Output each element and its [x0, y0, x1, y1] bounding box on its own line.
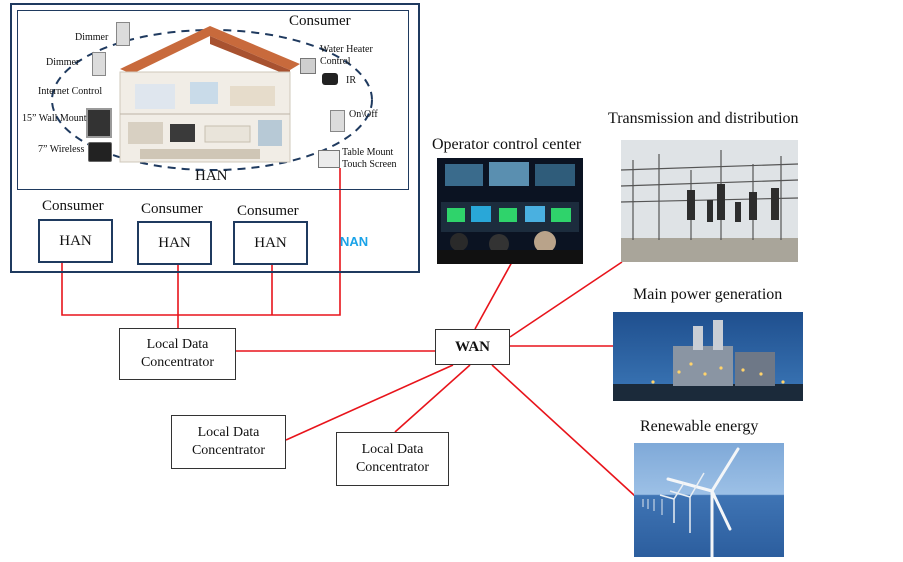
wan-transmission-wire [509, 261, 623, 338]
han-box: HAN [137, 221, 212, 265]
concentrator-label: Concentrator [140, 355, 215, 370]
wan-renewable-wire [491, 364, 636, 497]
touch-screen-label: Touch Screen [342, 159, 397, 170]
han-box: HAN [38, 219, 113, 263]
han-box: HAN [233, 221, 308, 265]
dimmer-icon [92, 52, 106, 76]
home-frame [17, 10, 409, 190]
wind-farm-photo [634, 443, 784, 557]
internet-control-label: Internet Control [38, 86, 103, 97]
nan-bus-wire [61, 168, 341, 316]
neighborhood-frame [10, 3, 420, 273]
water-heater-control-icon [300, 58, 316, 74]
wireless-label: 7” Wireless [38, 144, 85, 155]
ir-label: IR [346, 75, 356, 86]
house-illustration [51, 26, 373, 171]
concentrator-label: Concentrator [355, 460, 430, 475]
operator-center-title: Operator control center [432, 136, 582, 153]
generation-title: Main power generation [633, 286, 783, 303]
ldc3-wan-wire [394, 364, 471, 433]
consumer-title: Consumer [237, 203, 299, 219]
touch-screen-label: Table Mount [342, 147, 394, 158]
touch-screen-icon [318, 150, 340, 168]
consumer-title: Consumer [42, 198, 104, 214]
local-data-concentrator: Local Data Concentrator [336, 432, 449, 486]
power-plant-photo [613, 312, 803, 401]
wall-mount-label: 15” Wall Mount [22, 113, 87, 124]
home-consumer-title: Consumer [289, 13, 351, 29]
transmission-title: Transmission and distribution [608, 110, 799, 127]
dimmer-label: Dimmer [75, 32, 109, 43]
ir-sensor-icon [322, 73, 338, 85]
operator-control-center-photo [437, 158, 583, 264]
on-off-switch-icon [330, 110, 345, 132]
local-data-concentrator: Local Data Concentrator [119, 328, 236, 380]
transmission-substation-photo [621, 140, 798, 262]
nan-label: NAN [340, 234, 369, 249]
wireless-tablet-icon [88, 142, 112, 162]
water-heater-label: Water Heater [320, 44, 373, 55]
home-han-label: HAN [195, 168, 228, 184]
concentrator-label: Local Data [146, 337, 209, 352]
consumer-title: Consumer [141, 201, 203, 217]
water-heater-label: Control [320, 56, 351, 67]
wan-node: WAN [435, 329, 510, 365]
dimmer-label: Dimmer [46, 57, 80, 68]
concentrator-label: Local Data [197, 425, 260, 440]
wall-mount-screen-icon [86, 108, 112, 138]
concentrator-label: Local Data [361, 442, 424, 457]
concentrator-label: Concentrator [191, 443, 266, 458]
local-data-concentrator: Local Data Concentrator [171, 415, 286, 469]
on-off-label: On\Off [349, 109, 378, 120]
ldc2-wan-wire [285, 364, 454, 441]
dimmer-icon [116, 22, 130, 46]
wan-operator-wire [474, 261, 513, 330]
renewable-title: Renewable energy [640, 418, 759, 435]
